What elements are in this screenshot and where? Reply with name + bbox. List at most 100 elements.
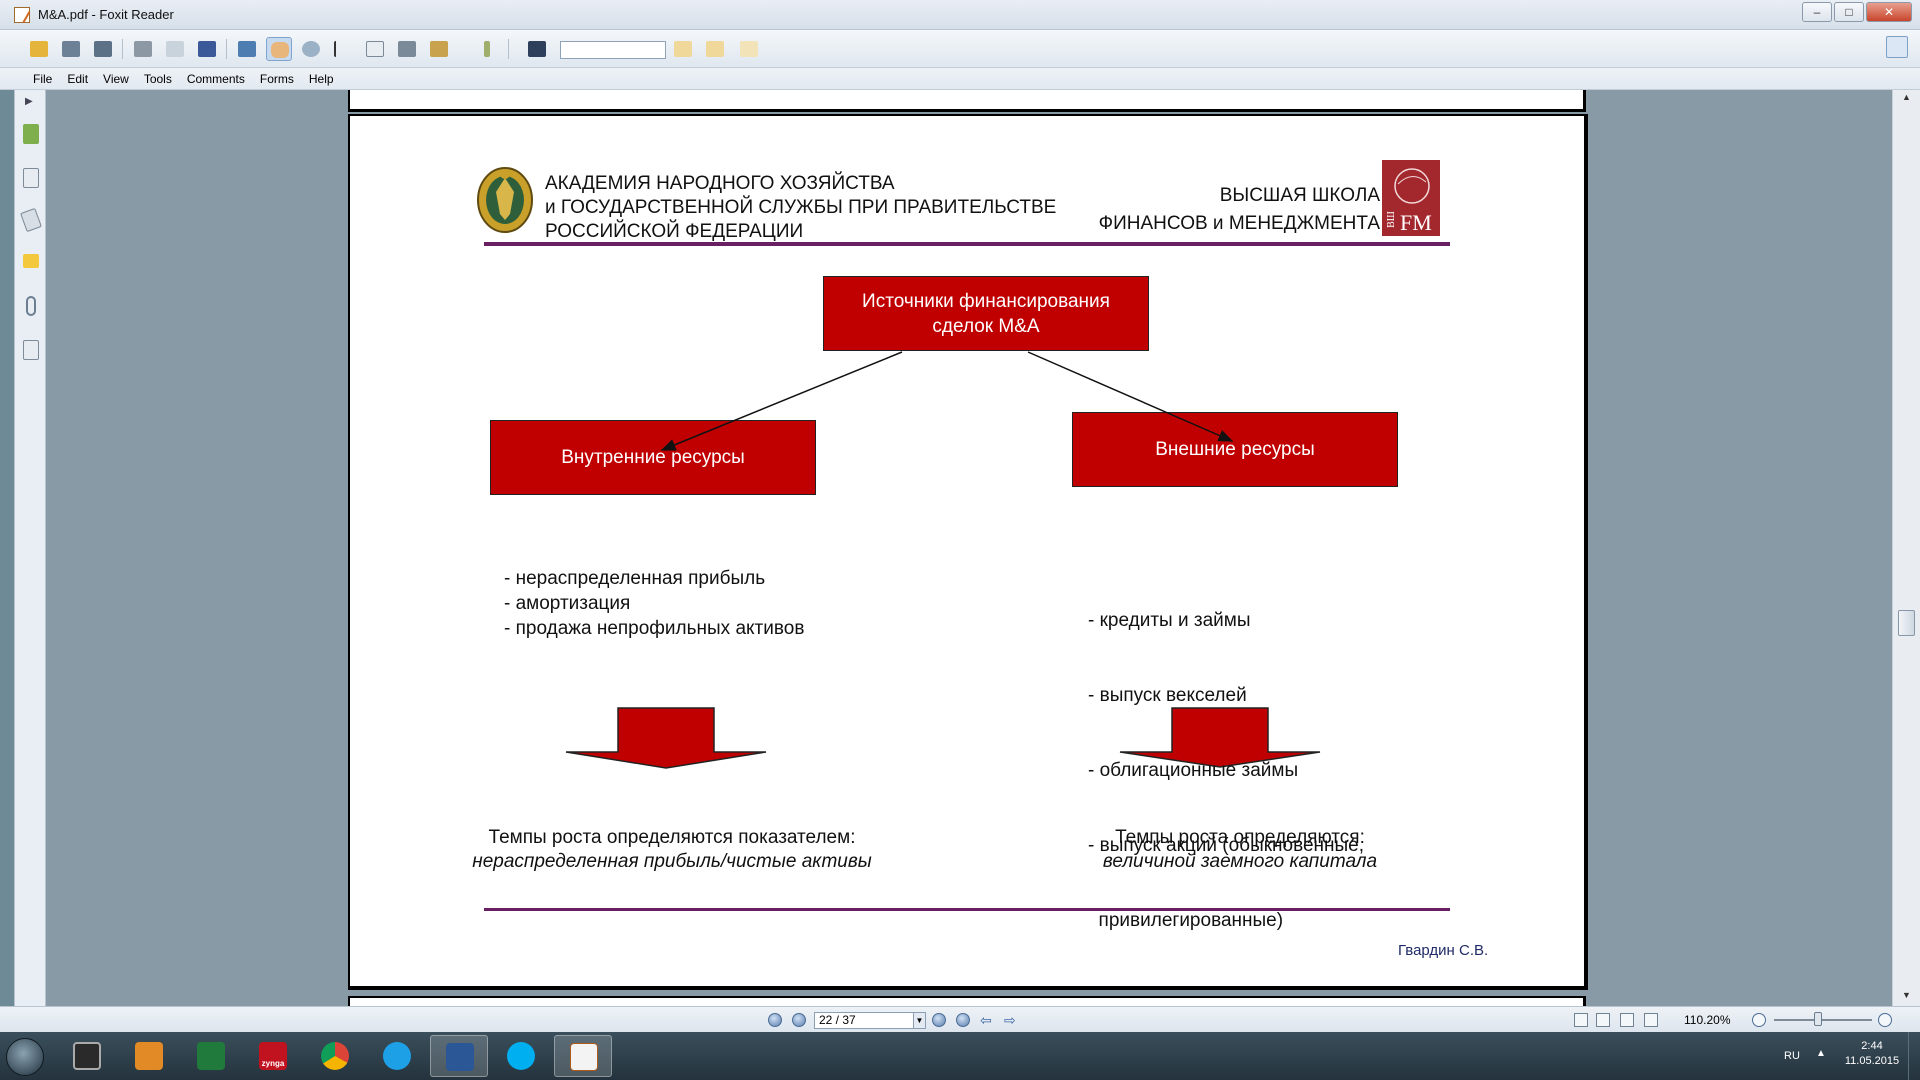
start-button[interactable]	[6, 1038, 44, 1076]
pages-icon[interactable]	[20, 122, 42, 146]
scroll-down-icon[interactable]: ▼	[1902, 990, 1911, 1000]
scroll-up-icon[interactable]: ▲	[1902, 92, 1911, 102]
clock-time: 2:44	[1861, 1040, 1883, 1052]
arrow-to-external	[1027, 351, 1234, 442]
print-icon[interactable]	[130, 37, 156, 61]
zoom-slider[interactable]	[1774, 1019, 1872, 1021]
internal-growth-caption: Темпы роста определяются показателем: не…	[462, 826, 882, 874]
layers-icon[interactable]	[20, 207, 42, 233]
zoom-slider-thumb[interactable]	[1814, 1012, 1822, 1026]
taskbar-camera-app[interactable]	[58, 1035, 116, 1077]
attachments-icon[interactable]	[20, 294, 42, 318]
close-button[interactable]: ✕	[1866, 2, 1912, 22]
internal-growth-caption-line-2: нераспределенная прибыль/чистые активы	[472, 851, 872, 872]
clear-search-icon[interactable]	[736, 37, 762, 61]
facing-view-icon[interactable]	[1620, 1013, 1634, 1027]
hsfm-logo-text: FM	[1400, 210, 1432, 235]
menu-view[interactable]: View	[103, 72, 129, 86]
signatures-icon[interactable]	[20, 338, 42, 362]
first-page-icon[interactable]	[768, 1013, 782, 1027]
header-rule	[484, 242, 1450, 246]
continuous-view-icon[interactable]	[1596, 1013, 1610, 1027]
zoom-tool-icon[interactable]	[298, 37, 324, 61]
find-next-icon[interactable]	[702, 37, 728, 61]
previous-page-edge	[348, 90, 1586, 112]
taskbar-foxit-reader[interactable]	[554, 1035, 612, 1077]
list-item: привилегированные)	[1088, 910, 1284, 931]
typewriter-icon[interactable]	[426, 37, 452, 61]
tray-expand-icon[interactable]: ▲	[1816, 1048, 1826, 1059]
list-item: - выпуск векселей	[1088, 685, 1247, 706]
list-item: - продажа непрофильных активов	[504, 618, 805, 639]
external-resources-list: - кредиты и займы - выпуск векселей - об…	[1088, 558, 1364, 983]
save-icon[interactable]	[58, 37, 84, 61]
expand-toolbar-icon[interactable]	[1886, 36, 1908, 58]
foxit-app-icon	[14, 7, 30, 23]
academy-name-line-3: РОССИЙСКОЙ ФЕДЕРАЦИИ	[545, 221, 804, 242]
zoom-in-icon[interactable]	[1878, 1013, 1892, 1027]
find-previous-icon[interactable]	[670, 37, 696, 61]
bookmarks-icon[interactable]	[20, 166, 42, 190]
taskbar-internet-explorer[interactable]	[368, 1035, 426, 1077]
expand-panel-icon[interactable]: ▶	[25, 96, 33, 107]
taskbar-zynga[interactable]: zynga	[244, 1035, 302, 1077]
menu-tools[interactable]: Tools	[143, 72, 172, 86]
show-desktop-button[interactable]	[1908, 1032, 1920, 1080]
save-all-icon[interactable]	[90, 37, 116, 61]
list-item: - кредиты и займы	[1088, 610, 1251, 631]
school-name: ВЫСШАЯ ШКОЛА ФИНАНСОВ и МЕНЕДЖМЕНТА	[350, 182, 1380, 238]
menu-file[interactable]: File	[33, 72, 53, 86]
navigation-panel: ▶	[14, 90, 46, 1006]
internal-resources-list: - нераспределенная прибыль - амортизация…	[504, 566, 804, 641]
go-forward-icon[interactable]: ⇨	[1004, 1012, 1016, 1028]
system-clock[interactable]: 2:44 11.05.2015	[1834, 1039, 1910, 1069]
taskbar-chrome[interactable]	[306, 1035, 364, 1077]
hand-tool-icon[interactable]	[266, 37, 292, 61]
document-area[interactable]: АКАДЕМИЯ НАРОДНОГО ХОЗЯЙСТВА и ГОСУДАРСТ…	[46, 90, 1892, 1006]
taskbar-word[interactable]	[430, 1035, 488, 1077]
open-icon[interactable]	[26, 37, 52, 61]
academy-name-line-2: и ГОСУДАРСТВЕННОЙ СЛУЖБЫ ПРИ ПРАВИТЕЛЬСТ…	[545, 197, 1057, 218]
snapshot-icon[interactable]	[394, 37, 420, 61]
find-binoculars-icon[interactable]	[524, 37, 550, 61]
taskbar-skype[interactable]	[492, 1035, 550, 1077]
menu-comments[interactable]: Comments	[186, 72, 245, 86]
select-arrow-icon[interactable]	[330, 37, 356, 61]
title-bar: M&A.pdf - Foxit Reader – □ ✕	[0, 0, 1920, 30]
internal-growth-caption-line-1: Темпы роста определяются показателем:	[488, 827, 856, 848]
facebook-icon[interactable]	[194, 37, 220, 61]
comments-icon[interactable]	[20, 252, 42, 276]
menu-forms[interactable]: Forms	[259, 72, 294, 86]
zoom-level[interactable]: 110.20%	[1684, 1013, 1731, 1027]
status-bar: 22 / 37 ▼ ⇦ ⇨ 110.20%	[0, 1006, 1920, 1032]
last-page-icon[interactable]	[956, 1013, 970, 1027]
go-back-icon[interactable]: ⇦	[980, 1012, 992, 1028]
page-dropdown-icon[interactable]: ▼	[913, 1013, 925, 1028]
page-number-field[interactable]: 22 / 37 ▼	[814, 1012, 926, 1029]
scroll-thumb[interactable]	[1898, 610, 1915, 636]
continuous-facing-view-icon[interactable]	[1644, 1013, 1658, 1027]
menu-help[interactable]: Help	[308, 72, 334, 86]
external-growth-caption-line-2: величиной заемного капитала	[1102, 851, 1378, 872]
maximize-button[interactable]: □	[1834, 2, 1864, 22]
vertical-scrollbar[interactable]: ▲ ▼	[1892, 90, 1920, 1006]
taskbar-excel[interactable]	[182, 1035, 240, 1077]
next-page-icon[interactable]	[932, 1013, 946, 1027]
fullscreen-icon[interactable]	[234, 37, 260, 61]
select-text-icon[interactable]	[362, 37, 388, 61]
single-page-view-icon[interactable]	[1574, 1013, 1588, 1027]
external-resources-box: Внешние ресурсы	[1072, 412, 1398, 487]
email-icon[interactable]	[162, 37, 188, 61]
school-name-line-1: ВЫСШАЯ ШКОЛА	[1219, 185, 1380, 206]
previous-page-icon[interactable]	[792, 1013, 806, 1027]
find-input[interactable]	[560, 41, 666, 59]
taskbar-media-player[interactable]	[120, 1035, 178, 1077]
pen-icon[interactable]	[474, 37, 500, 61]
minimize-button[interactable]: –	[1802, 2, 1832, 22]
language-indicator[interactable]: RU	[1784, 1050, 1800, 1062]
zoom-out-icon[interactable]	[1752, 1013, 1766, 1027]
academy-crest-icon	[477, 167, 533, 233]
menu-edit[interactable]: Edit	[67, 72, 89, 86]
list-item: - амортизация	[504, 593, 631, 614]
main-toolbar	[0, 30, 1920, 68]
